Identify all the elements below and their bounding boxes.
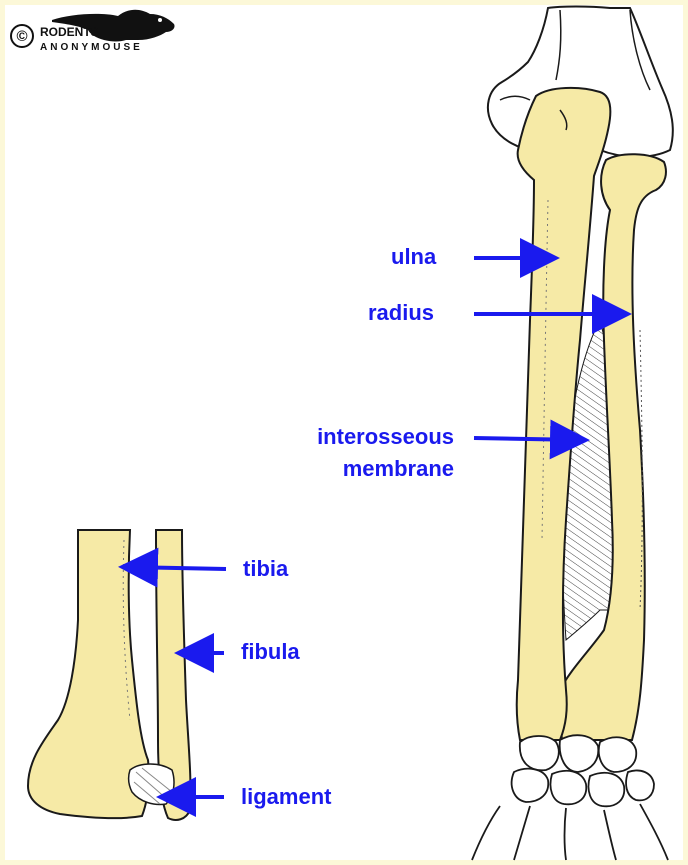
labels: ulna radius interosseous membrane tibia …: [241, 244, 454, 809]
label-interosseous-line2: membrane: [343, 456, 454, 481]
carpal-bones: [472, 735, 668, 860]
logo-line1: RODENTS: [40, 25, 99, 39]
interosseous-arrow: [474, 438, 582, 440]
logo-line2: ANONYMOUSE: [40, 42, 143, 53]
label-radius: radius: [368, 300, 434, 325]
copyright-symbol: ©: [16, 28, 27, 45]
label-interosseous-line1: interosseous: [317, 424, 454, 449]
label-tibia: tibia: [243, 556, 289, 581]
logo: © RODENTS ANONYMOUSE: [11, 10, 175, 53]
label-ulna: ulna: [391, 244, 437, 269]
label-ligament: ligament: [241, 784, 332, 809]
tibia-arrow: [126, 567, 226, 569]
label-fibula: fibula: [241, 639, 300, 664]
